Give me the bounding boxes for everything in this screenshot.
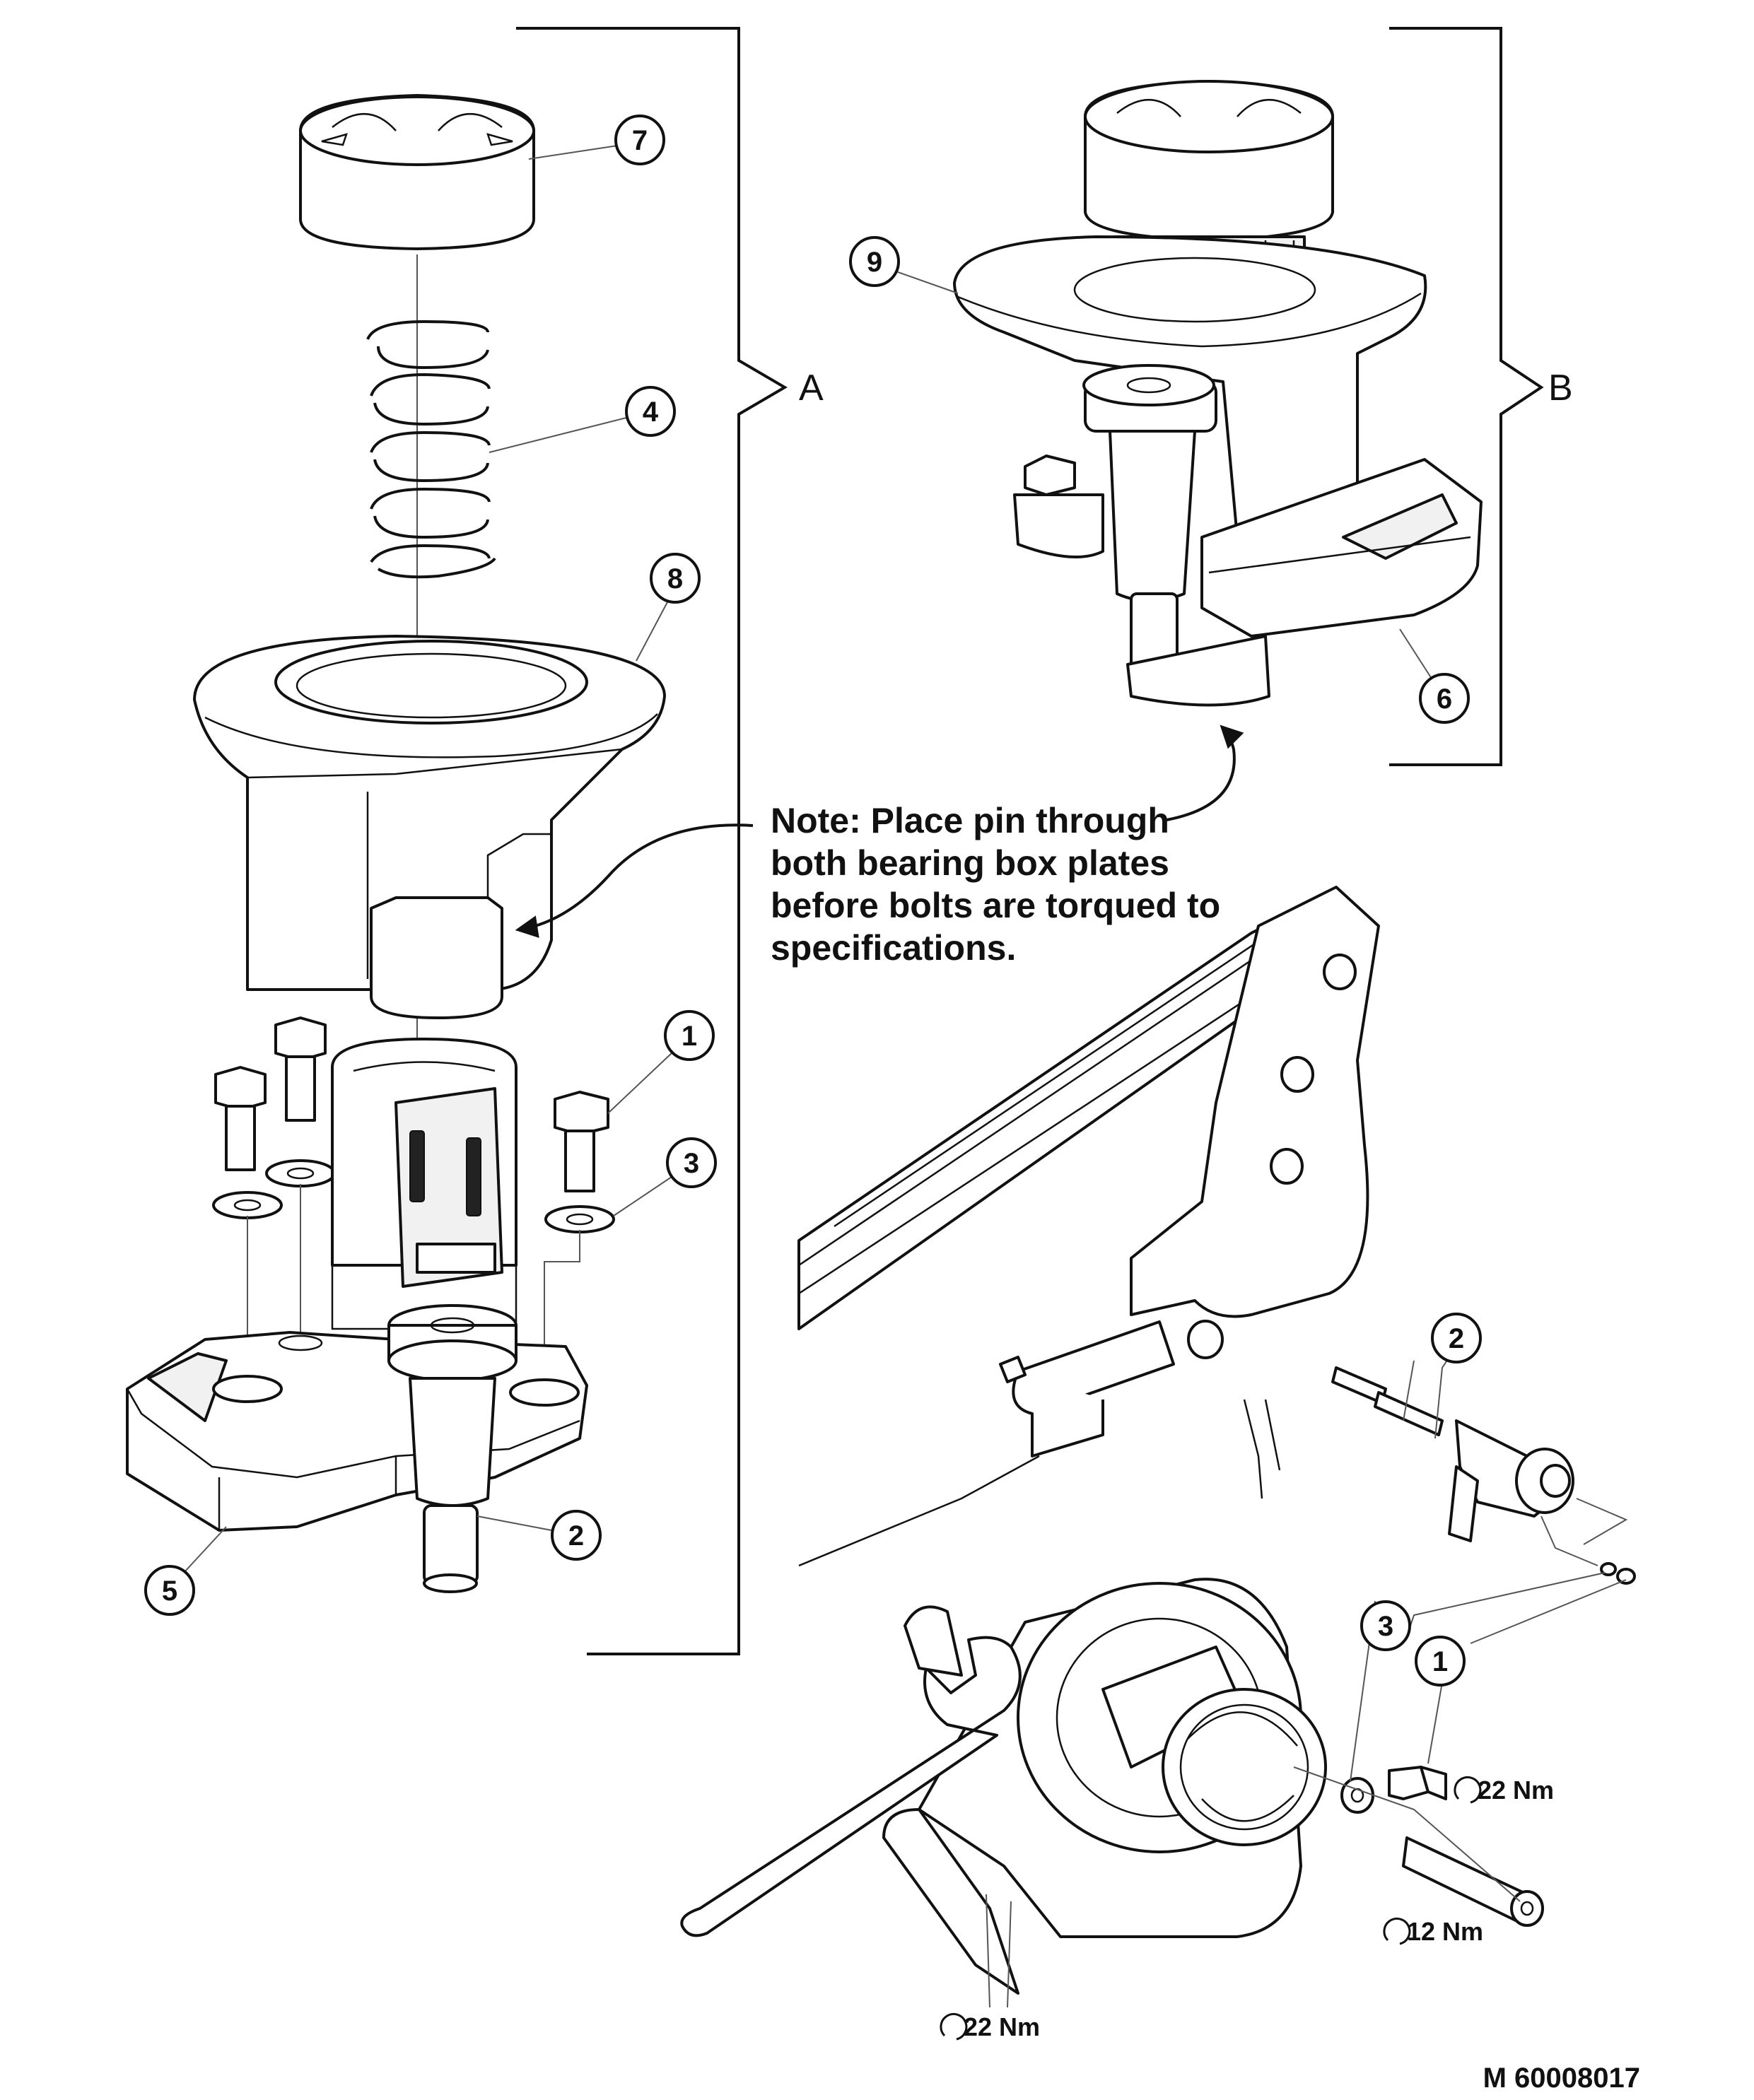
callout-circle-torque-3 [1360, 1600, 1411, 1651]
document-id: M 60008017 [1483, 2063, 1640, 2094]
loose-bolt-part-1 [1388, 1766, 1447, 1800]
knob-part-7 [299, 94, 535, 250]
housing-part-8 [193, 635, 666, 1019]
bearing-carrier [331, 1038, 518, 1330]
note-arrow-to-a [515, 823, 754, 938]
callout-circle-7 [614, 115, 665, 165]
torque-bolt-label: 22 Nm [1454, 1776, 1554, 1805]
base-plate-part-6 [1200, 458, 1483, 638]
loose-washer-part-3 [1340, 1777, 1374, 1814]
callout-circle-9 [849, 236, 900, 287]
note-line-3: before bolts are torqued to [771, 886, 1220, 925]
bolt-left-rear [274, 1016, 327, 1122]
torque-bolt-value: 22 Nm [1478, 1776, 1554, 1805]
bolt-right-part-1 [554, 1091, 609, 1192]
assembled-housing [953, 235, 1427, 539]
bolt-left-front [214, 1066, 267, 1171]
callouts-view-a: 7 4 8 1 3 2 5 [144, 115, 717, 1616]
torque-detail-view: 3 1 22 Nm 12 Nm 22 Nm [680, 1578, 1554, 2041]
callouts-view-b: 9 6 [849, 236, 1470, 724]
torque-wrench-value: 22 Nm [964, 2012, 1040, 2041]
callout-circle-3 [666, 1137, 717, 1188]
note-block: Note: Place pin through both bearing box… [515, 725, 1244, 968]
torque-pin-label: 12 Nm [1383, 1917, 1483, 1946]
callout-circle-6 [1419, 673, 1470, 724]
bearing-pin-part-2 [387, 1304, 518, 1593]
callout-9: 9 [867, 247, 882, 278]
boom-view: 2 [797, 886, 1636, 1644]
callout-circle-2 [551, 1510, 602, 1561]
bracket-b-label: B [1548, 368, 1573, 409]
callout-boom-2: 2 [1449, 1323, 1464, 1354]
washer-left-rear [265, 1159, 336, 1187]
callout-circle-5 [144, 1565, 195, 1616]
loose-pin [1402, 1836, 1544, 1927]
base-plate-part-5 [126, 1331, 588, 1532]
callout-circle-boom-2 [1431, 1313, 1482, 1363]
callout-3: 3 [684, 1148, 699, 1179]
exploded-view-a: 7 4 8 1 3 2 5 [126, 94, 717, 1616]
callout-circle-torque-1 [1415, 1636, 1466, 1687]
callout-torque-3: 3 [1378, 1611, 1393, 1642]
torque-wrench-label: 22 Nm [940, 2012, 1040, 2041]
bracket-b: B [1389, 27, 1573, 766]
note-line-4: specifications. [771, 928, 1016, 968]
washer-right-part-3 [544, 1205, 615, 1233]
callout-2: 2 [568, 1520, 584, 1551]
note-line-2: both bearing box plates [771, 843, 1169, 883]
rotate-icon [940, 2012, 968, 2041]
wrench-icon [680, 1636, 1022, 1937]
callout-torque-1: 1 [1432, 1646, 1448, 1677]
callouts-torque-view: 3 1 [1360, 1600, 1466, 1687]
note-arrow-to-b [1166, 725, 1244, 821]
bracket-a: A [516, 27, 824, 1655]
callout-8: 8 [667, 563, 683, 594]
torque-pin-value: 12 Nm [1407, 1917, 1483, 1946]
assembled-view-b: 9 6 [849, 80, 1483, 724]
rotate-icon [1454, 1776, 1482, 1804]
callout-6: 6 [1437, 684, 1452, 715]
callout-4: 4 [643, 397, 659, 428]
callout-circle-4 [625, 386, 676, 437]
callouts-boom-view: 2 [1403, 1313, 1627, 1644]
callout-5: 5 [162, 1576, 177, 1607]
callout-circle-8 [650, 553, 701, 604]
callout-circle-1 [664, 1010, 715, 1061]
washer-left-front [212, 1191, 283, 1219]
callout-7: 7 [632, 125, 648, 156]
rotate-icon [1383, 1917, 1411, 1945]
bracket-a-label: A [799, 368, 824, 409]
callout-1: 1 [682, 1021, 697, 1052]
note-line-1: Note: Place pin through [771, 801, 1169, 840]
boom-mount-bracket [1130, 886, 1380, 1318]
spring-part-4 [366, 319, 496, 579]
assembled-bearing-cap [1162, 1688, 1327, 1846]
